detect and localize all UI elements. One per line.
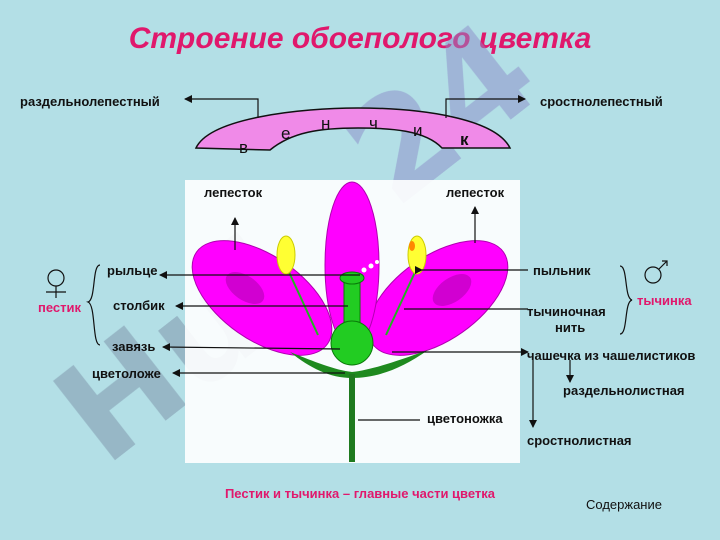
corolla-letter: е — [281, 124, 291, 143]
label-anther: пыльник — [533, 263, 591, 278]
pistil-ovary — [330, 320, 374, 366]
stamen-filament-left — [287, 269, 319, 336]
petal-right-shade — [432, 274, 472, 306]
label-petal-right: лепесток — [446, 185, 505, 200]
label-receptacle: цветоложе — [92, 366, 161, 381]
calyx — [290, 350, 428, 378]
label-pistil: пестик — [38, 300, 82, 315]
arrow-to-separate-petals — [184, 95, 259, 118]
label-separate-petals: раздельнолепестный — [20, 94, 160, 109]
label-pedicel: цветоножка — [427, 411, 503, 426]
stamen-anther-left — [276, 235, 296, 275]
arrow-to-fused-petals — [445, 95, 526, 118]
female-symbol-icon — [46, 269, 66, 298]
label-filament-2: нить — [555, 320, 586, 335]
pollen-dot — [409, 241, 415, 251]
stamen-filament-right — [385, 269, 417, 336]
corolla-letter: ч — [369, 114, 378, 133]
corolla-letter: в — [239, 138, 249, 157]
stamen-brace — [619, 265, 633, 335]
pollen-grain — [375, 260, 379, 264]
label-style: столбик — [113, 298, 165, 313]
pedicel — [349, 374, 355, 462]
footer-note: Пестик и тычинка – главные части цветка — [224, 486, 496, 501]
pistil-brace — [86, 264, 101, 346]
label-stigma: рыльце — [107, 263, 158, 278]
label-fused-petals: сростнолепестный — [540, 94, 663, 109]
label-ovary: завязь — [112, 339, 156, 354]
pollen-grain — [368, 263, 374, 269]
label-filament-1: тычиночная — [527, 304, 606, 319]
male-symbol-icon — [644, 260, 668, 284]
corolla-letter: и — [413, 121, 423, 140]
corolla-letter: к — [460, 130, 469, 149]
label-petal-left: лепесток — [204, 185, 263, 200]
pollen-grain — [361, 267, 367, 273]
label-calyx-fused: сростнолистная — [527, 433, 632, 448]
pistil-stigma — [339, 271, 365, 285]
arrow-ovary — [162, 343, 341, 352]
corolla-arc — [194, 107, 512, 151]
label-stamen: тычинка — [637, 293, 692, 308]
page-title: Строение обоеполого цветка — [128, 22, 592, 55]
contents-link[interactable]: Содержание — [586, 497, 662, 512]
petal-left-shade — [225, 272, 265, 304]
label-calyx: чашечка из чашелистиков — [527, 348, 696, 363]
corolla-letter: н — [321, 114, 331, 133]
label-calyx-separate: раздельнолистная — [563, 383, 685, 398]
